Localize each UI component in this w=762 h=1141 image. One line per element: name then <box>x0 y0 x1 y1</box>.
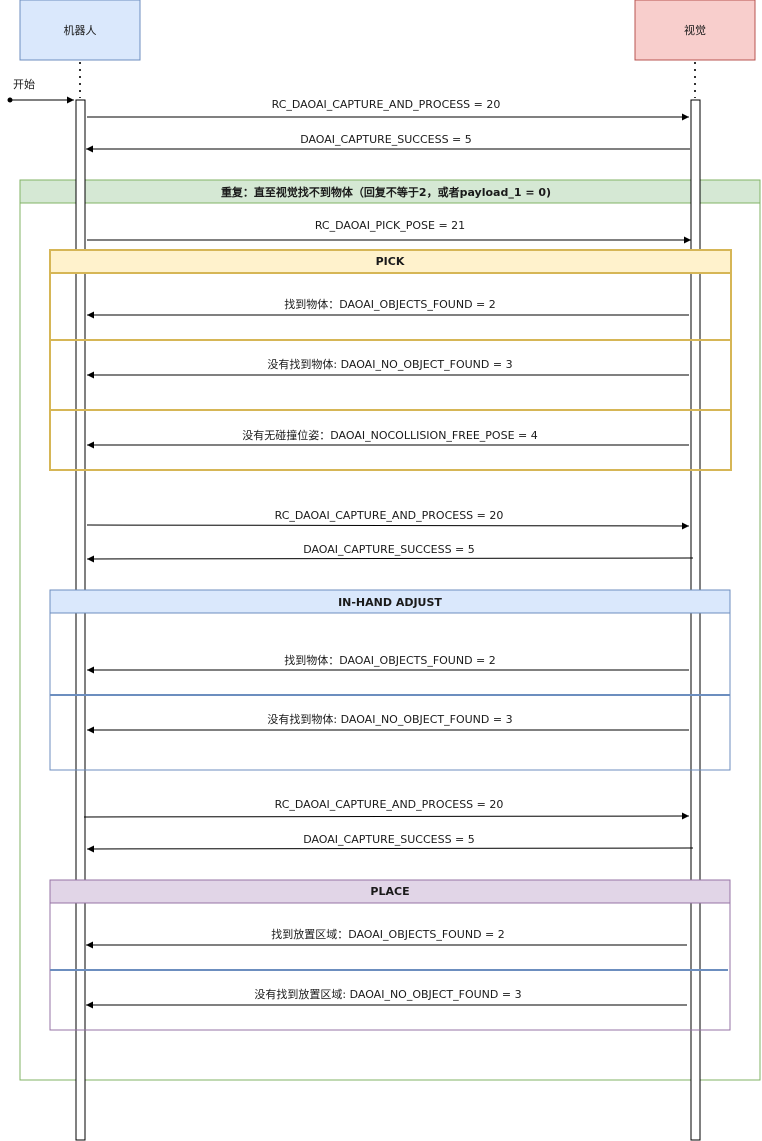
loop-frame: 重复：直至视觉找不到物体（回复不等于2，或者payload_1 = 0) <box>19 179 761 1081</box>
msg-capture-request-1-label: RC_DAOAI_CAPTURE_AND_PROCESS = 20 <box>272 98 501 111</box>
msg-pick-not-found-label: 没有找到物体: DAOAI_NO_OBJECT_FOUND = 3 <box>267 357 512 371</box>
vision-activation-bar <box>690 99 701 1141</box>
msg-place-found-label: 找到放置区域：DAOAI_OBJECTS_FOUND = 2 <box>271 927 505 941</box>
msg-place-not-found-label: 没有找到放置区域: DAOAI_NO_OBJECT_FOUND = 3 <box>254 987 521 1001</box>
msg-capture-success-3 <box>86 845 694 853</box>
adjust-frame-title: IN-HAND ADJUST <box>338 596 442 609</box>
msg-capture-success-2-label: DAOAI_CAPTURE_SUCCESS = 5 <box>303 543 475 556</box>
msg-capture-success-1-label: DAOAI_CAPTURE_SUCCESS = 5 <box>300 133 472 146</box>
place-frame-title: PLACE <box>370 885 409 898</box>
msg-pick-no-free-pose-label: 没有无碰撞位姿：DAOAI_NOCOLLISION_FREE_POSE = 4 <box>242 428 538 442</box>
msg-pick-found-label: 找到物体：DAOAI_OBJECTS_FOUND = 2 <box>284 297 496 311</box>
pick-frame: PICK <box>49 249 732 471</box>
loop-frame-title: 重复：直至视觉找不到物体（回复不等于2，或者payload_1 = 0) <box>221 185 551 199</box>
participant-robot-label: 机器人 <box>64 23 97 37</box>
place-frame: PLACE <box>49 879 731 1031</box>
msg-pick-pose-label: RC_DAOAI_PICK_POSE = 21 <box>315 219 465 232</box>
start-label: 开始 <box>13 77 35 91</box>
msg-adjust-found-label: 找到物体：DAOAI_OBJECTS_FOUND = 2 <box>284 653 496 667</box>
robot-activation-bar <box>75 99 86 1141</box>
pick-frame-title: PICK <box>376 255 405 268</box>
participant-vision: 视觉 <box>634 0 756 61</box>
msg-adjust-not-found-label: 没有找到物体: DAOAI_NO_OBJECT_FOUND = 3 <box>267 712 512 726</box>
msg-capture-request-2-label: RC_DAOAI_CAPTURE_AND_PROCESS = 20 <box>275 509 504 522</box>
msg-capture-request-2 <box>86 522 690 530</box>
adjust-frame: IN-HAND ADJUST <box>49 589 731 771</box>
msg-capture-success-3-label: DAOAI_CAPTURE_SUCCESS = 5 <box>303 833 475 846</box>
msg-capture-success-2 <box>86 555 694 563</box>
msg-capture-request-3 <box>83 812 690 820</box>
msg-capture-request-3-label: RC_DAOAI_CAPTURE_AND_PROCESS = 20 <box>275 798 504 811</box>
participant-robot: 机器人 <box>19 0 141 61</box>
participant-vision-label: 视觉 <box>684 23 706 37</box>
